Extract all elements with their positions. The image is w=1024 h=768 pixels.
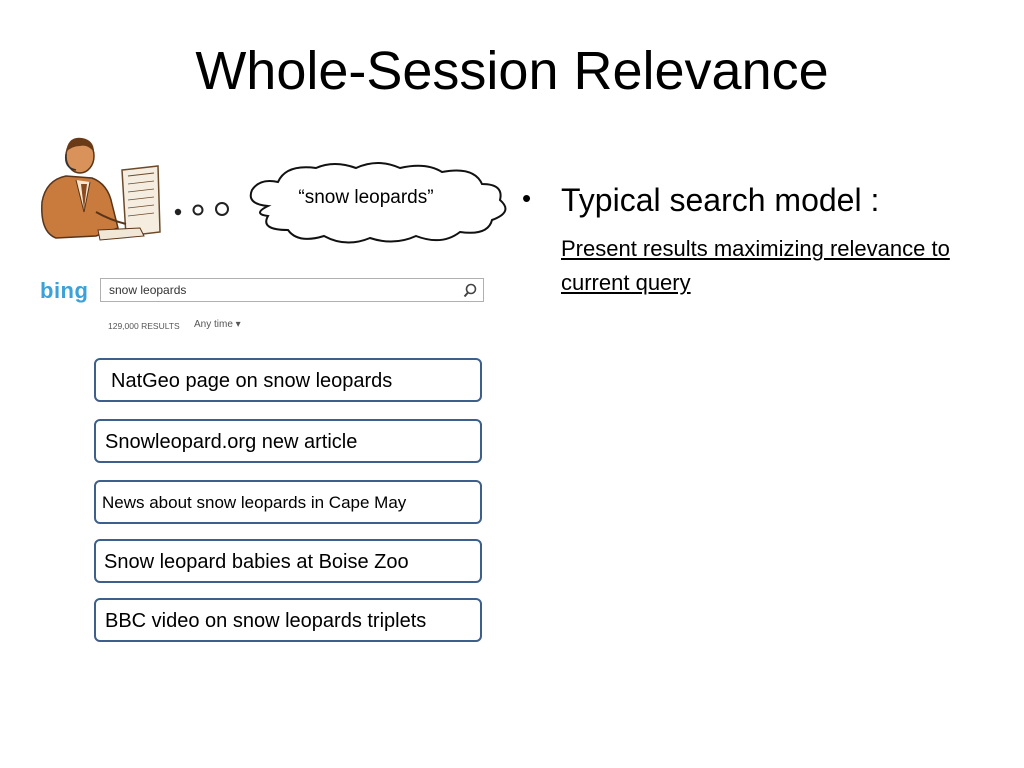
- bing-search-box[interactable]: snow leopards: [100, 278, 484, 302]
- slide-title: Whole-Session Relevance: [195, 41, 829, 101]
- bullet-icon: •: [522, 183, 532, 213]
- thought-cloud-icon: [249, 162, 507, 244]
- result-label: Snow leopard babies at Boise Zoo: [104, 551, 409, 573]
- thought-cloud-text: “snow leopards”: [298, 187, 434, 208]
- bullet-main-text: Typical search model :: [561, 182, 880, 218]
- result-box[interactable]: NatGeo page on snow leopards: [94, 358, 482, 402]
- results-count: 129,000 RESULTS: [108, 321, 180, 331]
- result-box[interactable]: BBC video on snow leopards triplets: [94, 598, 482, 642]
- result-label: News about snow leopards in Cape May: [102, 493, 407, 512]
- result-box[interactable]: Snow leopard babies at Boise Zoo: [94, 539, 482, 583]
- result-box[interactable]: Snowleopard.org new article: [94, 419, 482, 463]
- result-box[interactable]: News about snow leopards in Cape May: [94, 480, 482, 524]
- result-label: NatGeo page on snow leopards: [111, 370, 393, 392]
- search-icon[interactable]: [463, 282, 481, 300]
- thought-dots-icon: [174, 202, 229, 216]
- result-label: Snowleopard.org new article: [105, 431, 358, 453]
- person-at-computer-icon: [41, 137, 161, 241]
- bing-search-query: snow leopards: [109, 283, 187, 297]
- bullet-sub-text: Present results maximizing relevance to …: [561, 236, 950, 295]
- time-filter-dropdown[interactable]: Any time ▾: [194, 319, 241, 330]
- result-label: BBC video on snow leopards triplets: [105, 610, 427, 632]
- bing-logo: bing: [40, 278, 89, 303]
